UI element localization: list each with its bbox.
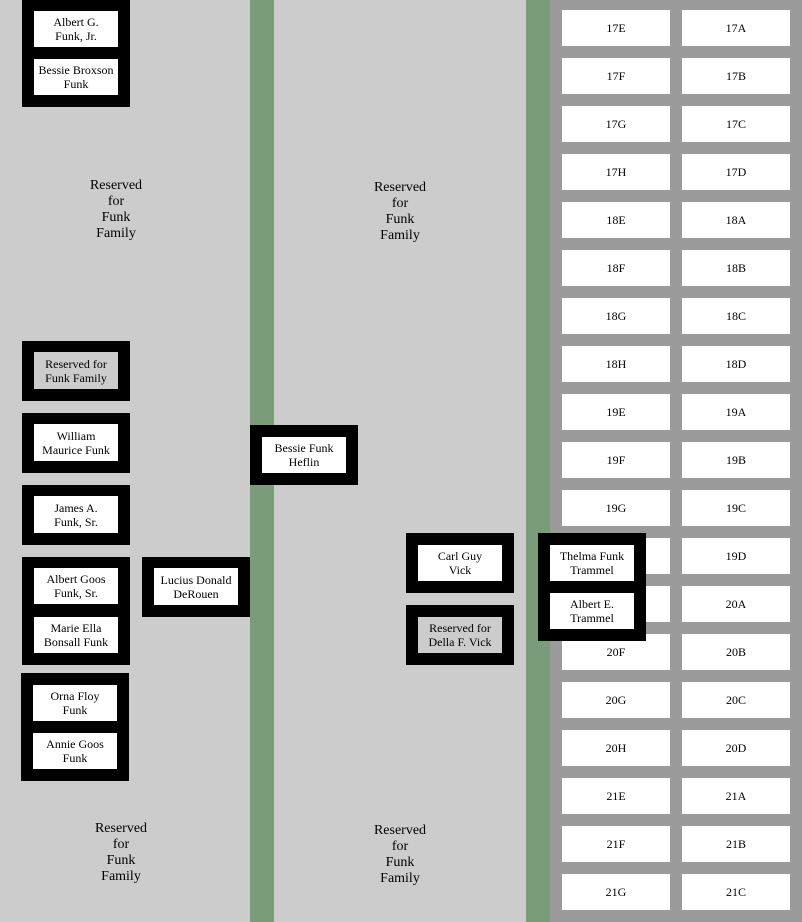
grave-carl-guy-vick[interactable]: Carl Guy Vick (418, 545, 502, 581)
plot-21a[interactable]: 21A (682, 778, 790, 814)
plot-19d[interactable]: 19D (682, 538, 790, 574)
plot-17a[interactable]: 17A (682, 10, 790, 46)
plot-21b[interactable]: 21B (682, 826, 790, 862)
plot-18g[interactable]: 18G (562, 298, 670, 334)
plot-18d[interactable]: 18D (682, 346, 790, 382)
plot-18f[interactable]: 18F (562, 250, 670, 286)
grave-orna-floy-funk[interactable]: Orna Floy Funk (33, 685, 117, 721)
plot-17d[interactable]: 17D (682, 154, 790, 190)
grave-lucius-donald-derouen[interactable]: Lucius Donald DeRouen (154, 568, 238, 605)
plot-18b[interactable]: 18B (682, 250, 790, 286)
plot-19a[interactable]: 19A (682, 394, 790, 430)
plot-17e[interactable]: 17E (562, 10, 670, 46)
plot-19c[interactable]: 19C (682, 490, 790, 526)
reserved-area-label: Reserved for Funk Family (89, 178, 143, 241)
plot-21c[interactable]: 21C (682, 874, 790, 910)
plot-17b[interactable]: 17B (682, 58, 790, 94)
grave-bessie-broxson-funk[interactable]: Bessie Broxson Funk (34, 59, 118, 95)
reserved-area-label: Reserved for Funk Family (94, 821, 148, 884)
plot-20d[interactable]: 20D (682, 730, 790, 766)
plot-21f[interactable]: 21F (562, 826, 670, 862)
plot-18e[interactable]: 18E (562, 202, 670, 238)
path-right (526, 0, 550, 922)
plot-18c[interactable]: 18C (682, 298, 790, 334)
grave-albert-e-trammel[interactable]: Albert E. Trammel (550, 593, 634, 629)
grave-albert-g-funk-jr[interactable]: Albert G. Funk, Jr. (34, 11, 118, 47)
reserved-area-label: Reserved for Funk Family (373, 180, 427, 243)
plot-19b[interactable]: 19B (682, 442, 790, 478)
plot-17h[interactable]: 17H (562, 154, 670, 190)
plot-21g[interactable]: 21G (562, 874, 670, 910)
plot-17f[interactable]: 17F (562, 58, 670, 94)
plot-17g[interactable]: 17G (562, 106, 670, 142)
plot-19g[interactable]: 19G (562, 490, 670, 526)
grave-william-maurice-funk[interactable]: William Maurice Funk (34, 424, 118, 461)
plot-18a[interactable]: 18A (682, 202, 790, 238)
plot-20g[interactable]: 20G (562, 682, 670, 718)
grave-annie-goos-funk[interactable]: Annie Goos Funk (33, 733, 117, 769)
grave-james-a-funk-sr[interactable]: James A. Funk, Sr. (34, 496, 118, 533)
plot-17c[interactable]: 17C (682, 106, 790, 142)
plot-18h[interactable]: 18H (562, 346, 670, 382)
plot-21e[interactable]: 21E (562, 778, 670, 814)
plot-20h[interactable]: 20H (562, 730, 670, 766)
plot-20a[interactable]: 20A (682, 586, 790, 622)
plot-20b[interactable]: 20B (682, 634, 790, 670)
grave-reserved-della-f-vick[interactable]: Reserved for Della F. Vick (418, 617, 502, 653)
grave-thelma-funk-trammel[interactable]: Thelma Funk Trammel (550, 545, 634, 581)
plot-19e[interactable]: 19E (562, 394, 670, 430)
grave-albert-goos-funk-sr[interactable]: Albert Goos Funk, Sr. (34, 568, 118, 604)
grave-bessie-funk-heflin[interactable]: Bessie Funk Heflin (262, 437, 346, 473)
grave-reserved-funk-family[interactable]: Reserved for Funk Family (34, 352, 118, 389)
reserved-area-label: Reserved for Funk Family (373, 823, 427, 886)
plot-20c[interactable]: 20C (682, 682, 790, 718)
grave-marie-ella-bonsall-funk[interactable]: Marie Ella Bonsall Funk (34, 617, 118, 653)
plot-19f[interactable]: 19F (562, 442, 670, 478)
